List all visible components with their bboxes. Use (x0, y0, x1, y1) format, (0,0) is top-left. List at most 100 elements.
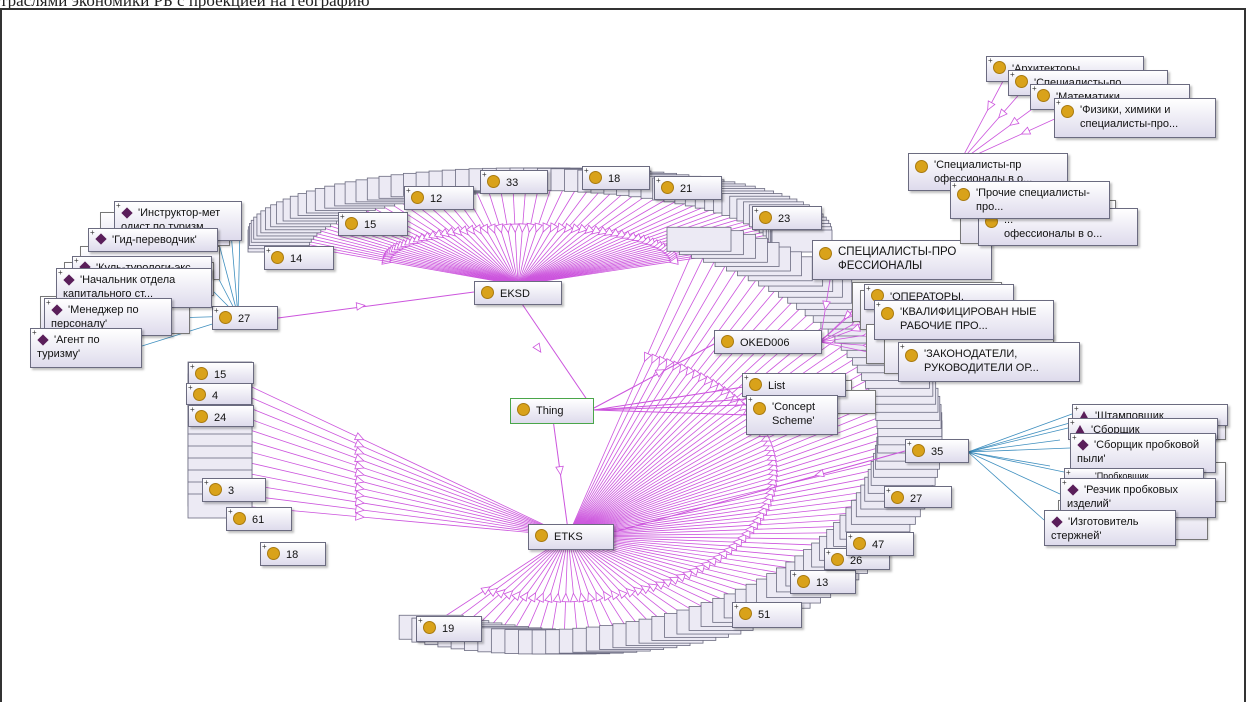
class-icon (831, 553, 844, 566)
edge-thing-scheme (593, 403, 771, 411)
edge-arrowhead (665, 357, 675, 369)
graph-edge (567, 430, 911, 537)
top-node-12[interactable]: +12 (404, 186, 474, 210)
bottom-node-47[interactable]: +47 (846, 532, 914, 556)
physics-node[interactable]: +'Физики, химики и специалисты-про... (1054, 98, 1216, 138)
graph-edge (219, 455, 569, 537)
edge-arrowhead (354, 475, 365, 485)
edge-individual (967, 419, 1081, 453)
individual-icon (1067, 484, 1079, 496)
graph-edge (300, 216, 519, 286)
edge-arrowhead (688, 567, 699, 577)
individual-icon (95, 233, 107, 245)
edge-arrowhead (850, 323, 861, 332)
etks-node[interactable]: ETKS (528, 524, 614, 550)
top-node-14[interactable]: +14 (264, 246, 334, 270)
edge-arrowhead (587, 591, 596, 603)
bottom-node-13[interactable]: +13 (790, 570, 856, 594)
specialists-node[interactable]: СПЕЦИАЛИСТЫ-ПРО ФЕССИОНАЛЫ (812, 240, 992, 280)
edge-arrowhead (535, 592, 544, 603)
individual-icon (1051, 516, 1063, 528)
graph-edge (443, 535, 569, 629)
edge-arrowhead (625, 587, 636, 598)
edge-arrowhead (736, 533, 747, 543)
graph-edge (567, 266, 781, 537)
edge-arrowhead (487, 223, 496, 234)
class-icon (721, 335, 734, 348)
bottom-node-51[interactable]: +51 (732, 602, 802, 628)
edge-individual (967, 451, 1051, 467)
edge-arrowhead (595, 591, 604, 602)
edge-arrowhead (602, 590, 612, 602)
edge-arrowhead (487, 587, 499, 597)
class-icon (411, 191, 424, 204)
bottom-node-15[interactable]: +15 (188, 362, 254, 384)
edge-arrowhead (354, 446, 365, 455)
edge-arrowhead (354, 468, 365, 477)
class-icon (1061, 105, 1074, 118)
class-icon (219, 311, 232, 324)
rod-maker-node[interactable]: 'Изготовитель стержней' (1044, 510, 1176, 546)
graph-edge (567, 282, 811, 537)
oked-node[interactable]: OKED006 (714, 330, 822, 354)
class-icon (535, 529, 548, 542)
graph-edge (567, 486, 897, 537)
top-node-15[interactable]: +15 (338, 212, 408, 236)
edge-arrowhead (744, 525, 755, 534)
node-27-left[interactable]: +27 (212, 306, 278, 330)
graph-edge (517, 216, 780, 286)
class-icon (195, 410, 208, 423)
agent-node[interactable]: +'Агент по туризму' (30, 328, 142, 368)
graph-edge (567, 535, 852, 547)
graph-edge (219, 419, 569, 537)
graph-edge (456, 535, 569, 631)
edge-arrowhead (632, 586, 644, 596)
edge-thing-oked (593, 342, 717, 409)
graph-edge (567, 438, 910, 537)
collapsed-class-node[interactable] (666, 226, 732, 252)
legislators-node[interactable]: +'ЗАКОНОДАТЕЛИ, РУКОВОДИТЕЛИ ОР... (898, 342, 1080, 382)
class-icon (345, 217, 358, 230)
graph-edge (517, 182, 622, 286)
qualified-node[interactable]: +'КВАЛИФИЦИРОВАН НЫЕ РАБОЧИЕ ПРО... (874, 300, 1054, 340)
list-node[interactable]: +List (742, 373, 846, 397)
graph-edge (219, 443, 569, 537)
graph-edge (517, 186, 660, 286)
top-node-21[interactable]: +21 (654, 176, 722, 200)
bottom-node-27[interactable]: +27 (884, 486, 952, 508)
graph-edge (517, 200, 735, 286)
edge-arrowhead (609, 228, 621, 237)
graph-edge (567, 470, 904, 537)
concept-scheme-node[interactable]: +'Concept Scheme' (746, 395, 838, 435)
edge-arrowhead (675, 573, 686, 583)
edge-arrowhead (354, 490, 366, 499)
node-35[interactable]: +35 (905, 439, 969, 463)
top-node-23[interactable]: +23 (752, 206, 822, 230)
eksd-node[interactable]: EKSD (474, 281, 562, 305)
edge-arrowhead (465, 224, 476, 235)
guide-node[interactable]: +'Гид-переводчик' (88, 228, 218, 252)
edge-arrowhead (584, 224, 595, 235)
bottom-node-18[interactable]: +18 (260, 542, 326, 566)
edge-arrowhead (724, 389, 736, 400)
bottom-node-61[interactable]: +61 (226, 507, 292, 531)
top-node-18[interactable]: +18 (582, 166, 650, 190)
bottom-node-4[interactable]: +4 (186, 383, 252, 405)
class-icon (819, 247, 832, 260)
graph-edge (567, 509, 884, 537)
graph-edge (517, 181, 609, 286)
graph-edge (567, 531, 866, 537)
edge-arrowhead (354, 497, 366, 507)
edge-arrowhead (542, 222, 551, 233)
graph-edge (517, 193, 706, 286)
bottom-node-3[interactable]: +3 (202, 478, 266, 502)
graph-edge (567, 535, 697, 624)
edge-arrowhead (717, 550, 728, 559)
other-spec-node[interactable]: +'Прочие специалисты-про... (950, 181, 1110, 219)
assembler-cork-node[interactable]: +'Сборщик пробковой пыли' (1070, 433, 1216, 473)
class-icon (881, 307, 894, 320)
bottom-node-24[interactable]: +24 (188, 405, 254, 427)
top-node-33[interactable]: +33 (480, 170, 548, 194)
thing-node[interactable]: Thing (510, 398, 594, 424)
bottom-node-19[interactable]: +19 (416, 616, 482, 642)
